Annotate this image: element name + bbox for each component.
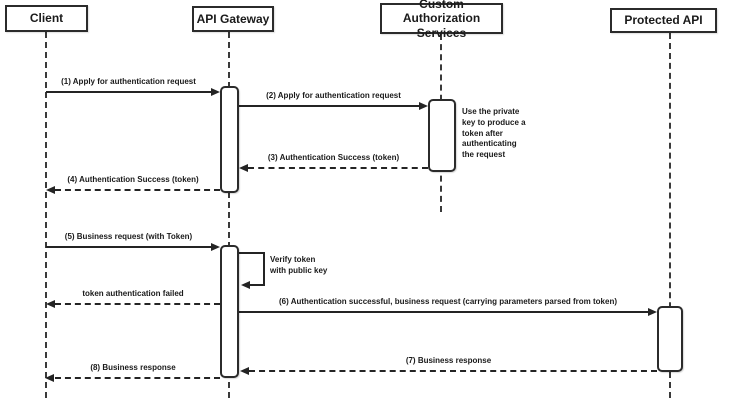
arrowhead xyxy=(240,367,249,375)
activation-bar-protected-api xyxy=(657,306,683,372)
message-token-failed-label: token authentication failed xyxy=(82,289,184,298)
message-4-line xyxy=(55,189,220,191)
self-message-top-segment xyxy=(239,252,265,254)
message-4-label: (4) Authentication Success (token) xyxy=(67,175,199,184)
note-private-key: Use the private key to produce a token a… xyxy=(462,107,526,160)
self-message-bottom-segment xyxy=(250,284,265,286)
message-6-line xyxy=(239,311,648,313)
actor-box-custom-authorization-services: Custom Authorization Services xyxy=(380,0,503,40)
message-5-label: (5) Business request (with Token) xyxy=(64,232,193,241)
message-8-line xyxy=(55,377,220,379)
message-2-line xyxy=(239,105,419,107)
message-2-label: (2) Apply for authentication request xyxy=(266,91,401,100)
arrowhead xyxy=(419,102,428,110)
arrowhead xyxy=(211,243,220,251)
activation-bar-custom-authorization xyxy=(428,99,456,172)
lifeline-client xyxy=(45,32,47,398)
message-8-label: (8) Business response xyxy=(90,363,176,372)
message-3-line xyxy=(248,167,428,169)
arrowhead xyxy=(239,164,248,172)
message-1-label: (1) Apply for authentication request xyxy=(61,77,196,86)
message-7-label: (7) Business response xyxy=(405,356,492,365)
self-message-verify-token-label: Verify token with public key xyxy=(270,255,328,275)
arrowhead xyxy=(241,281,250,289)
actor-box-protected-api: Protected API xyxy=(610,8,717,33)
arrowhead xyxy=(45,374,54,382)
message-6-label: (6) Authentication successful, business … xyxy=(278,297,618,306)
activation-bar-api-gateway-2 xyxy=(220,245,239,378)
message-token-failed-line xyxy=(55,303,220,305)
arrowhead xyxy=(211,88,220,96)
self-message-right-segment xyxy=(263,252,265,286)
actor-box-client: Client xyxy=(5,5,88,32)
lifeline-api-gateway xyxy=(228,32,230,398)
actor-box-api-gateway: API Gateway xyxy=(192,6,274,32)
message-1-line xyxy=(46,91,211,93)
message-5-line xyxy=(46,246,211,248)
arrowhead xyxy=(46,186,55,194)
arrowhead xyxy=(648,308,657,316)
activation-bar-api-gateway-1 xyxy=(220,86,239,193)
lifeline-protected-api xyxy=(669,33,671,398)
arrowhead xyxy=(46,300,55,308)
message-7-line xyxy=(249,370,657,372)
message-3-label: (3) Authentication Success (token) xyxy=(267,153,400,162)
